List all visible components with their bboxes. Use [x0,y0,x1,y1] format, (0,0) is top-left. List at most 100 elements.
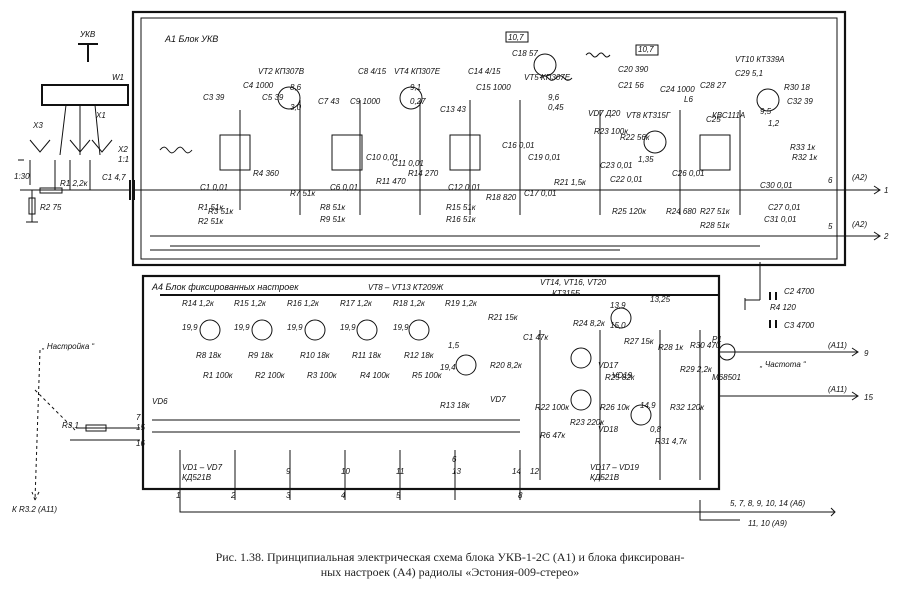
a4-component-label: R25 82к [605,373,636,382]
tuning-label: „ Настройка “ [41,342,94,351]
a1-component-label: C16 0,01 [502,141,534,150]
caption-line2: ных настроек (А4) радиолы «Эстония-009-с… [320,565,580,579]
a1-component-label: C3 39 [203,93,225,102]
a1-component-label: R11 470 [376,177,406,186]
a1-component-label: C20 390 [618,65,649,74]
a4-component-label: R27 15к [624,337,655,346]
a4-pin-number: 15 [136,423,145,432]
a4-component-label: R30 470 [690,341,721,350]
a1-component-label: C28 27 [700,81,726,90]
a4-diode-type: КД521В [182,473,212,482]
a1-out1-dest: (A2) [852,173,867,182]
freq-output-pin: 9 [864,349,869,358]
a4-pin-number: 3 [286,491,291,500]
a1-component-label: C17 0,01 [524,189,556,198]
a11-output-wire [720,391,859,401]
a1-component-label: VT10 КТ339А [735,55,785,64]
a1-component-label: C21 56 [618,81,644,90]
r2-resistor [28,197,36,215]
a1-component-label: C30 0,01 [760,181,792,190]
a4-voltage-label: 15,0 [610,321,626,330]
a4-component-label: VD17 [598,361,619,370]
a1-component-label: R3 51к [208,207,234,216]
a4-component-label: R21 15к [488,313,519,322]
vt11-symbol [356,319,378,341]
a1-voltage-label: 3,0 [290,103,302,112]
antenna-input-section: УКВ W1 X1 X2 1:1 X3 1:30 R1 2,2к R2 75 C… [14,30,190,223]
a1-component-label: C11 0,01 [392,159,424,168]
a4-component-label: R29 2,2к [680,365,713,374]
a1-component-label: C23 0,01 [600,161,632,170]
tuning-arrow [31,349,41,501]
a4-pin-number: 6 [452,455,457,464]
vt16-symbol [570,389,592,411]
a4-voltage-label: 14,9 [640,401,656,410]
a4-voltage-label: 19,9 [182,323,198,332]
a4-component-label: C1 47к [523,333,549,342]
a1-component-label: C22 0,01 [610,175,642,184]
a1-out1-pin: 6 [828,176,833,185]
a1-component-label: C27 0,01 [768,203,800,212]
a4-pin-number: 7 [136,413,141,422]
a4-component-label: R8 18к [196,351,222,360]
figure-caption: Рис. 1.38. Принципиальная электрическая … [0,550,900,580]
a1-component-label: VT5 КП307Е [524,73,571,82]
output-bus-a6 [179,500,836,517]
vt14-symbol [570,347,592,369]
a4-pin-stubs [179,450,521,500]
frequency-label: „ Частота “ [759,360,806,369]
a4-bias-buses [152,419,520,433]
x3-label: X3 [32,121,43,130]
a4-to-a1-link [744,262,761,310]
w1-label: W1 [112,73,124,82]
a4-voltage-label: 19,9 [234,323,250,332]
a4-component-label: VD7 [490,395,506,404]
to-r32-label: К R3.2 (A11) [12,505,57,514]
a1-component-label: R9 51к [320,215,346,224]
vt8-symbol [643,130,667,154]
signal-annotations: „ Настройка “ К R3.2 (A11) „ Частота “ (… [12,341,873,528]
a4-component-label: R31 4,7к [655,437,688,446]
a1-component-label: VT8 КТ315Г [626,111,671,120]
a4-pin-number: 12 [530,467,539,476]
a4-diode-range: VD1 – VD7 [182,463,223,472]
a4-component-label: R10 18к [300,351,331,360]
a4-pin-number: 4 [341,491,346,500]
a1-out1-num: 1 [884,186,888,195]
a1-component-label: C12 0,01 [448,183,480,192]
a4-pin-number: 10 [341,467,350,476]
a4-voltage-label: 19,9 [340,323,356,332]
block-a1-outline [131,10,847,267]
a1-output-wires [820,189,880,237]
antenna-feed-lines [59,104,101,156]
a4-component-label: R14 1,2к [182,299,215,308]
a1-coil-l1 [159,146,193,154]
a1-out2-pin: 5 [828,222,833,231]
a1-component-label: R28 51к [700,221,731,230]
a4-voltage-label: 19,9 [393,323,409,332]
a4-component-label: R24 8,2к [573,319,606,328]
a4-pin-number: 14 [512,467,521,476]
a4-component-label: R28 1к [658,343,684,352]
a1-component-label: C9 1000 [350,97,381,106]
vt9-symbol [251,319,273,341]
a4-transistor-type2: КТ315Б [552,289,580,298]
a1-voltage-label: 0,45 [548,103,564,112]
a4-component-label: VD6 [152,397,168,406]
bus-a9-wire [699,500,740,521]
a1-component-label: R2 51к [198,217,224,226]
a1-component-label: R24 680 [666,207,697,216]
freq-box-2 [635,44,659,56]
a4-transistor-range: VT8 – VT13 КТ209Ж [368,283,444,292]
a4-voltage-label: 13,25 [650,295,671,304]
vt4-symbol [399,86,423,110]
antenna-connector-marks [29,139,113,153]
a1-voltage-label: 0,27 [410,97,426,106]
a4-component-label: R19 1,2к [445,299,478,308]
a1-varicap-bridge-1 [219,134,251,171]
a4-component-label: R5 100к [412,371,443,380]
